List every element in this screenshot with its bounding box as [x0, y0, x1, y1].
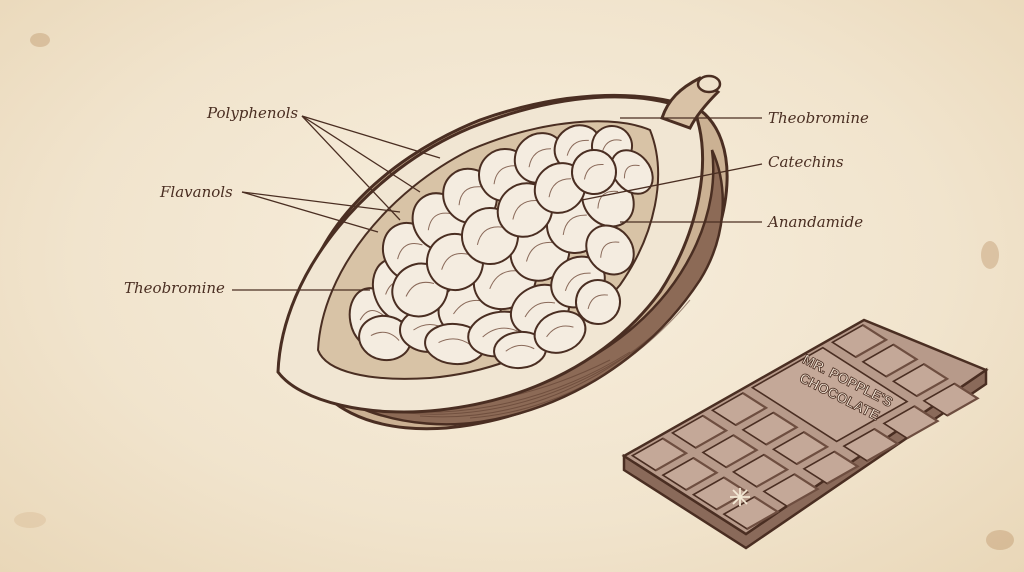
leader-polyphenols-3: [301, 115, 401, 221]
leader-polyphenols-1: [301, 115, 441, 159]
label-theobromine-left: Theobromine: [124, 279, 225, 297]
chocolate-square-bevel: [916, 363, 950, 398]
cacao-bean-shading: [526, 241, 554, 262]
cacao-bean-shading: [397, 243, 423, 260]
chocolate-square-bevel: [655, 437, 689, 472]
cacao-bean: [585, 224, 635, 276]
chocolate-square-bevel: [946, 382, 980, 417]
cacao-bean-shading: [524, 301, 556, 318]
cacao-bean-shading: [458, 186, 481, 206]
chocolate-square-bevel: [695, 414, 729, 449]
cacao-bean-shading: [493, 165, 516, 185]
label-polyphenols: Polyphenols: [207, 104, 299, 122]
chocolate-square-bevel: [906, 405, 940, 440]
label-flavanols: Flavanols: [160, 183, 233, 201]
chocolate-square-bevel: [826, 450, 860, 485]
chocolate-squares: [630, 324, 980, 530]
cacao-beans: [348, 124, 654, 370]
cacao-bean-shading: [370, 331, 400, 341]
cacao-bean-shading: [476, 226, 503, 245]
cacao-bean-shading: [597, 190, 619, 209]
chocolate-square-bevel: [885, 343, 919, 378]
cacao-bean-shading: [359, 310, 385, 321]
flower-mark-icon: [730, 488, 750, 506]
chocolate-square-bevel: [716, 476, 750, 511]
cacao-bean-shading: [505, 344, 535, 352]
leader-lines: [232, 115, 763, 291]
label-anandamide: Anandamide: [768, 213, 864, 231]
chocolate-bar: [621, 318, 989, 550]
cacao-bean: [571, 149, 617, 196]
cacao-bean-shading: [566, 139, 589, 156]
cacao-bean-shading: [405, 281, 435, 297]
label-theobromine-right: Theobromine: [768, 109, 869, 127]
chocolate-square-bevel: [855, 324, 889, 359]
chocolate-square-bevel: [796, 431, 830, 466]
chocolate-square-bevel: [746, 495, 780, 530]
cacao-bean-shading: [587, 294, 608, 310]
chocolate-square-bevel: [765, 411, 799, 446]
cacao-bean-shading: [427, 212, 452, 231]
cacao-bean-shading: [512, 200, 538, 220]
chocolate-bar-top: [621, 318, 989, 536]
cacao-bean-shading: [601, 139, 622, 152]
cacao-bean: [575, 279, 621, 325]
chocolate-square-bevel: [866, 427, 900, 462]
chocolate-square-bevel: [725, 434, 759, 469]
cacao-bean-shading: [564, 272, 591, 291]
paper-stains: [14, 33, 1014, 550]
cacao-bean-shading: [482, 327, 518, 338]
chocolate-square-bevel: [735, 392, 769, 427]
cacao-bean-shading: [562, 214, 587, 235]
chocolate-square-bevel: [756, 453, 790, 488]
cacao-bean: [610, 149, 654, 195]
cacao-bean-shading: [583, 164, 604, 180]
cacao-bean-shading: [548, 178, 571, 198]
cacao-bean-shading: [546, 325, 574, 338]
cacao-bean-shading: [441, 253, 469, 270]
leader-flavanols-1: [241, 191, 401, 213]
leader-catechins: [581, 163, 763, 201]
cacao-bean-shading: [600, 241, 620, 258]
chocolate-brand-panel: [750, 346, 909, 443]
leader-flavanols-2: [241, 191, 379, 233]
chocolate-square-bevel: [786, 473, 820, 508]
cacao-bean-shading: [528, 148, 551, 168]
cacao-bean: [533, 310, 587, 354]
cacao-bean-shading: [623, 164, 640, 179]
label-catechins: Catechins: [768, 153, 844, 171]
chocolate-square-bevel: [685, 456, 719, 491]
leader-polyphenols-2: [301, 115, 421, 193]
